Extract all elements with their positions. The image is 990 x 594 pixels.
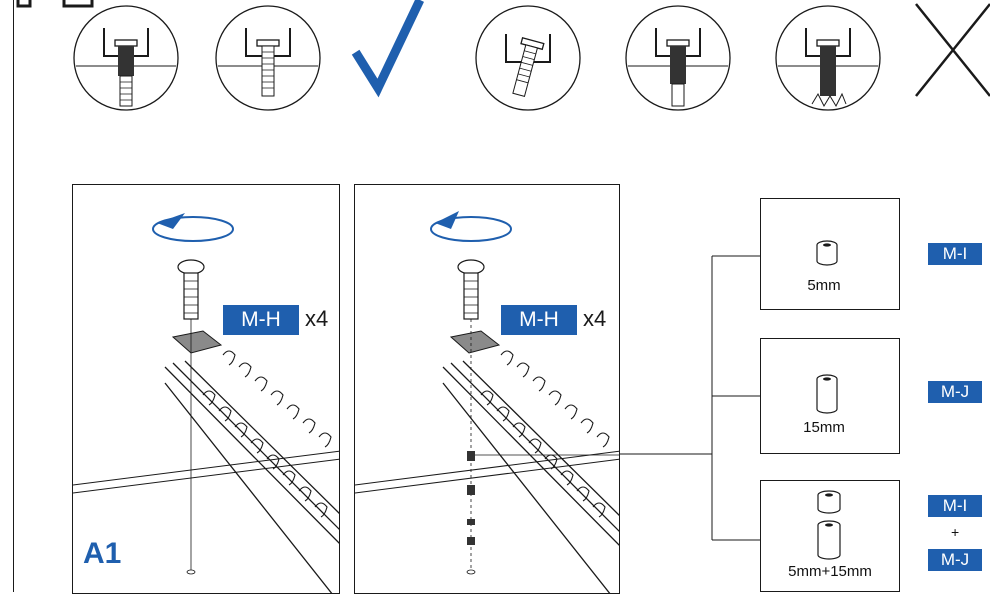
incorrect-example-2-icon bbox=[625, 5, 731, 111]
part-tag-m-i: M-I bbox=[928, 495, 982, 517]
part-quantity: x4 bbox=[583, 306, 607, 331]
part-tag-m-j: M-J bbox=[928, 549, 982, 571]
part-tag-m-h: M-H bbox=[223, 305, 299, 335]
spacer-option-15mm: 15mm bbox=[760, 338, 900, 454]
part-tag-m-j: M-J bbox=[928, 381, 982, 403]
rotation-arrow-icon bbox=[152, 216, 234, 242]
plus-sign: + bbox=[951, 524, 960, 540]
assembly-panel-2: M-H x4 bbox=[354, 184, 620, 594]
screw-icon bbox=[457, 259, 485, 275]
spacer-size-label: 5mm bbox=[807, 277, 841, 294]
assembly-panel-1: M-H x4 A1 bbox=[72, 184, 340, 594]
incorrect-example-3-icon bbox=[775, 5, 881, 111]
bracket-plate-icon bbox=[449, 330, 501, 354]
panel-2-illustration bbox=[355, 211, 619, 593]
spacer-size-label: 5mm+15mm bbox=[788, 563, 872, 580]
check-mark-icon bbox=[351, 0, 424, 98]
cross-mark-icon bbox=[915, 3, 990, 97]
incorrect-example-1-icon bbox=[475, 5, 581, 111]
page-frame-edge bbox=[0, 0, 14, 592]
panel-1-illustration bbox=[73, 213, 339, 593]
spacer-option-5mm: 5mm bbox=[760, 198, 900, 310]
cable-tray-icon bbox=[164, 360, 339, 593]
part-tag-m-i: M-I bbox=[928, 243, 982, 265]
spacer-stack-icon bbox=[467, 451, 475, 545]
correct-example-2-icon bbox=[215, 5, 321, 111]
installation-guide-row bbox=[16, 0, 990, 111]
bracket-plate-icon bbox=[171, 330, 223, 354]
spacer-size-label: 15mm bbox=[803, 419, 845, 436]
spacer-15mm-icon bbox=[816, 374, 838, 414]
part-tag-m-h: M-H bbox=[501, 305, 577, 335]
step-label: A1 bbox=[83, 537, 122, 570]
screw-icon bbox=[177, 259, 205, 275]
correct-example-1-icon bbox=[73, 5, 179, 111]
rotation-arrow-icon bbox=[430, 216, 512, 242]
part-quantity: x4 bbox=[305, 306, 329, 331]
spacer-5mm-icon bbox=[816, 240, 838, 266]
spacer-option-5mm-15mm: 5mm+15mm bbox=[760, 480, 900, 592]
cable-tray-icon bbox=[442, 360, 619, 593]
spacer-combined-icon bbox=[817, 490, 841, 560]
header-mark bbox=[16, 0, 32, 8]
header-mark bbox=[62, 0, 94, 8]
